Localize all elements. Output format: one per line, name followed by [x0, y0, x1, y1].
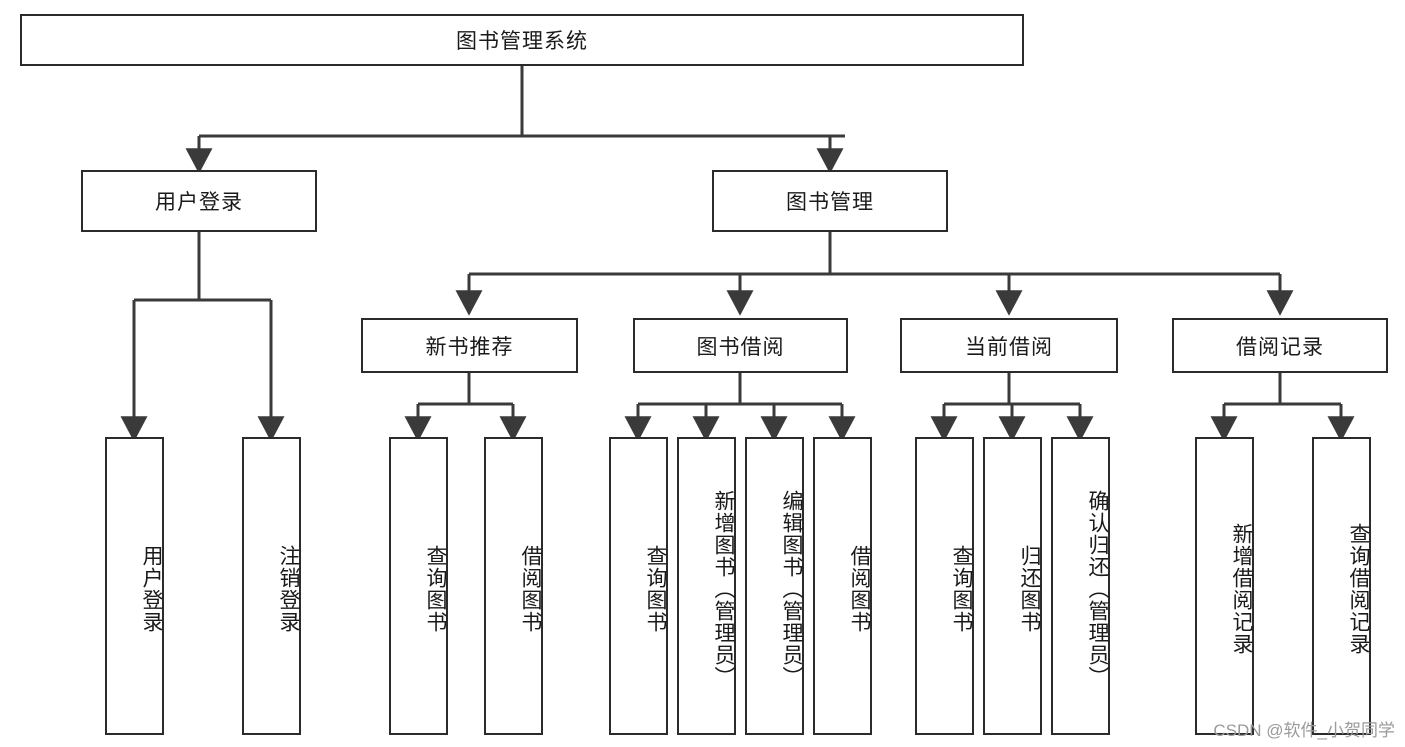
leaf-add-book[interactable]: 新增图书（管理员） [677, 437, 736, 735]
leaf-query-record-label: 查询借阅记录 [1347, 523, 1370, 655]
node-book-management-label: 图书管理 [786, 191, 874, 214]
node-new-book-recommend-label: 新书推荐 [425, 335, 514, 359]
node-current-borrow[interactable]: 当前借阅 [900, 318, 1118, 373]
watermark: CSDN @软件_小贺同学 [1213, 721, 1395, 740]
leaf-query-record[interactable]: 查询借阅记录 [1312, 437, 1371, 735]
leaf-query-book-2-label: 查询图书 [644, 545, 667, 633]
leaf-logout-login-label: 注销登录 [277, 545, 300, 633]
node-book-borrow[interactable]: 图书借阅 [633, 318, 848, 373]
node-book-borrow-label: 图书借阅 [696, 335, 785, 359]
leaf-query-book-2[interactable]: 查询图书 [609, 437, 668, 735]
leaf-edit-book[interactable]: 编辑图书（管理员） [745, 437, 804, 735]
leaf-query-book-3[interactable]: 查询图书 [915, 437, 974, 735]
leaf-borrow-book-2-label: 借阅图书 [848, 545, 871, 633]
node-user-login[interactable]: 用户登录 [81, 170, 317, 232]
node-root[interactable]: 图书管理系统 [20, 14, 1024, 66]
leaf-query-book-1-label: 查询图书 [424, 545, 447, 633]
node-current-borrow-label: 当前借阅 [965, 335, 1053, 359]
leaf-query-book-3-label: 查询图书 [950, 545, 973, 633]
leaf-edit-book-label: 编辑图书（管理员） [780, 490, 803, 688]
node-book-management[interactable]: 图书管理 [712, 170, 948, 232]
leaf-confirm-return[interactable]: 确认归还（管理员） [1051, 437, 1110, 735]
node-borrow-record[interactable]: 借阅记录 [1172, 318, 1388, 373]
node-user-login-label: 用户登录 [155, 191, 243, 214]
leaf-add-record-label: 新增借阅记录 [1230, 523, 1253, 655]
node-root-label: 图书管理系统 [456, 30, 588, 53]
leaf-confirm-return-label: 确认归还（管理员） [1086, 490, 1109, 688]
leaf-return-book-label: 归还图书 [1018, 545, 1041, 633]
leaf-add-book-label: 新增图书（管理员） [712, 490, 735, 688]
node-new-book-recommend[interactable]: 新书推荐 [361, 318, 578, 373]
leaf-logout-login[interactable]: 注销登录 [242, 437, 301, 735]
leaf-borrow-book-1[interactable]: 借阅图书 [484, 437, 543, 735]
node-borrow-record-label: 借阅记录 [1236, 335, 1324, 359]
leaf-return-book[interactable]: 归还图书 [983, 437, 1042, 735]
leaf-add-record[interactable]: 新增借阅记录 [1195, 437, 1254, 735]
leaf-user-login[interactable]: 用户登录 [105, 437, 164, 735]
leaf-borrow-book-2[interactable]: 借阅图书 [813, 437, 872, 735]
leaf-user-login-label: 用户登录 [140, 545, 163, 633]
leaf-query-book-1[interactable]: 查询图书 [389, 437, 448, 735]
leaf-borrow-book-1-label: 借阅图书 [519, 545, 542, 633]
